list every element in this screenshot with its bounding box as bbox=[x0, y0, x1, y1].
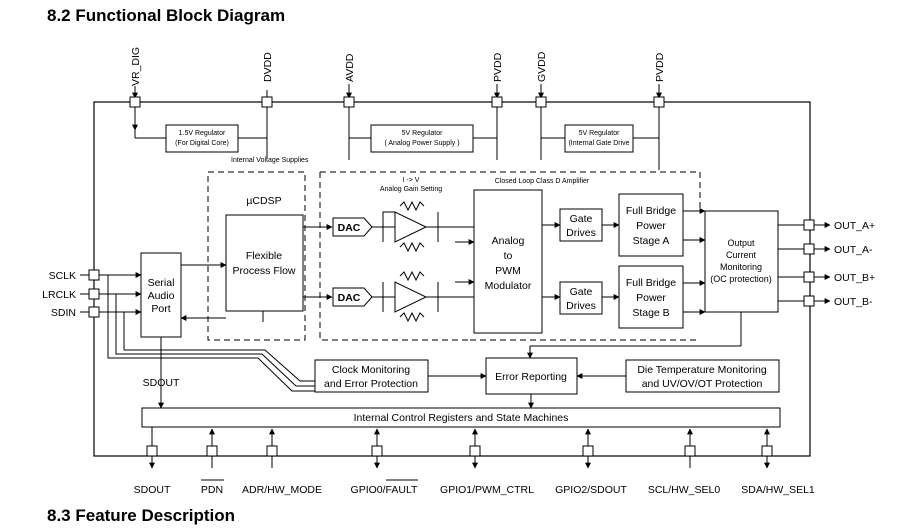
regulator-gate: 5V Regulator (Internal Gate Drive bbox=[564, 124, 634, 153]
gain-amplifiers bbox=[372, 200, 474, 323]
svg-text:Gate: Gate bbox=[570, 286, 593, 298]
bottom-pin-label: GPIO0/FAULT bbox=[351, 484, 418, 496]
serial-audio-port-block: Serial Audio Port bbox=[140, 252, 182, 338]
rail-label: VR_DIG bbox=[130, 47, 142, 86]
bottom-pin-label: ADR/HW_MODE bbox=[242, 484, 322, 496]
closed-loop-label: Closed Loop Class D Amplifier bbox=[495, 178, 590, 185]
dac-bottom: DAC bbox=[332, 287, 373, 307]
svg-text:1.5V Regulator: 1.5V Regulator bbox=[179, 130, 226, 137]
svg-text:Analog: Analog bbox=[492, 235, 525, 247]
svg-text:(Internal Gate Drive: (Internal Gate Drive bbox=[568, 140, 629, 147]
dashed-groups bbox=[207, 171, 701, 341]
svg-text:Monitoring: Monitoring bbox=[720, 262, 762, 272]
gate-drives-a-block: Gate Drives bbox=[559, 208, 603, 242]
bottom-pins bbox=[146, 427, 773, 469]
svg-text:PWM: PWM bbox=[495, 265, 521, 277]
rail-label: PVDD bbox=[654, 52, 666, 82]
svg-text:Power: Power bbox=[636, 220, 666, 232]
bottom-pin-label: SDOUT bbox=[134, 484, 171, 496]
svg-text:Full Bridge: Full Bridge bbox=[626, 277, 676, 289]
output-label: OUT_B+ bbox=[834, 272, 875, 284]
sdout-internal-label: SDOUT bbox=[143, 377, 180, 389]
section-title: 8.2 Functional Block Diagram bbox=[47, 6, 286, 25]
svg-text:Stage A: Stage A bbox=[633, 235, 670, 247]
regulator-analog: 5V Regulator ( Analog Power Supply ) bbox=[370, 124, 474, 153]
dac-top: DAC bbox=[332, 217, 373, 237]
svg-text:DAC: DAC bbox=[338, 222, 361, 234]
output-current-monitoring-block: Output Current Monitoring (OC protection… bbox=[704, 210, 779, 313]
input-pins bbox=[80, 269, 142, 350]
bottom-pin-label: GPIO1/PWM_CTRL bbox=[440, 484, 534, 496]
svg-text:Error Reporting: Error Reporting bbox=[495, 371, 567, 383]
svg-text:Audio: Audio bbox=[148, 290, 175, 302]
rail-label: DVDD bbox=[262, 52, 274, 82]
analog-gain-label: Analog Gain Setting bbox=[380, 186, 442, 193]
iv-label: I -> V bbox=[403, 177, 420, 184]
svg-text:Power: Power bbox=[636, 292, 666, 304]
svg-text:Process Flow: Process Flow bbox=[232, 265, 295, 277]
svg-text:and UV/OV/OT Protection: and UV/OV/OT Protection bbox=[642, 378, 763, 390]
svg-text:Stage B: Stage B bbox=[632, 307, 669, 319]
error-reporting-block: Error Reporting bbox=[485, 357, 578, 395]
svg-text:Die Temperature Monitoring: Die Temperature Monitoring bbox=[637, 364, 767, 376]
internal-supplies-label: Internal Voltage Supplies bbox=[231, 157, 309, 164]
svg-text:Clock Monitoring: Clock Monitoring bbox=[332, 364, 410, 376]
svg-text:Full Bridge: Full Bridge bbox=[626, 205, 676, 217]
output-label: OUT_A- bbox=[834, 244, 873, 256]
output-label: OUT_A+ bbox=[834, 220, 875, 232]
input-label-sclk: SCLK bbox=[49, 270, 76, 282]
internal-control-registers-block: Internal Control Registers and State Mac… bbox=[141, 407, 781, 428]
svg-text:(OC protection): (OC protection) bbox=[710, 274, 772, 284]
output-pins bbox=[778, 219, 831, 307]
gate-drives-b-block: Gate Drives bbox=[559, 281, 603, 315]
bottom-pin-label: GPIO2/SDOUT bbox=[555, 484, 627, 496]
power-rails bbox=[129, 84, 665, 170]
svg-text:Output: Output bbox=[727, 238, 755, 248]
regulator-digital: 1.5V Regulator (For Digital Core) bbox=[165, 124, 239, 153]
svg-text:( Analog Power Supply ): ( Analog Power Supply ) bbox=[384, 140, 459, 147]
input-label-lrclk: LRCLK bbox=[42, 289, 76, 301]
output-label: OUT_B- bbox=[834, 296, 873, 308]
svg-text:Modulator: Modulator bbox=[485, 280, 532, 292]
svg-text:Port: Port bbox=[151, 303, 170, 315]
rail-label: AVDD bbox=[344, 53, 356, 82]
svg-text:Drives: Drives bbox=[566, 227, 596, 239]
input-label-sdin: SDIN bbox=[51, 307, 76, 319]
bottom-pin-label: PDN bbox=[201, 484, 223, 496]
die-temperature-block: Die Temperature Monitoring and UV/OV/OT … bbox=[625, 359, 780, 393]
bottom-pin-label: SCL/HW_SEL0 bbox=[648, 484, 721, 496]
svg-text:DAC: DAC bbox=[338, 292, 361, 304]
next-section-title: 8.3 Feature Description bbox=[47, 506, 236, 525]
svg-text:5V Regulator: 5V Regulator bbox=[579, 130, 621, 137]
full-bridge-b-block: Full Bridge Power Stage B bbox=[618, 265, 684, 329]
bottom-pin-label: SDA/HW_SEL1 bbox=[741, 484, 815, 496]
svg-text:Flexible: Flexible bbox=[246, 250, 282, 262]
svg-text:and Error Protection: and Error Protection bbox=[324, 378, 418, 390]
chip-outline bbox=[93, 101, 811, 457]
svg-text:Serial: Serial bbox=[148, 277, 175, 289]
flexible-process-flow-block: Flexible Process Flow bbox=[225, 214, 304, 312]
rail-label: GVDD bbox=[536, 51, 548, 82]
svg-text:Gate: Gate bbox=[570, 213, 593, 225]
full-bridge-a-block: Full Bridge Power Stage A bbox=[618, 193, 684, 257]
svg-text:Internal Control Registers and: Internal Control Registers and State Mac… bbox=[354, 412, 569, 424]
svg-text:5V Regulator: 5V Regulator bbox=[402, 130, 444, 137]
svg-text:Drives: Drives bbox=[566, 300, 596, 312]
ucdsp-label: µCDSP bbox=[246, 195, 281, 207]
svg-text:to: to bbox=[504, 250, 513, 262]
rail-label: PVDD bbox=[492, 52, 504, 82]
clock-monitoring-block: Clock Monitoring and Error Protection bbox=[314, 359, 429, 393]
analog-to-pwm-modulator-block: Analog to PWM Modulator bbox=[473, 189, 543, 334]
svg-text:Current: Current bbox=[726, 250, 757, 260]
svg-text:(For Digital Core): (For Digital Core) bbox=[175, 140, 229, 147]
